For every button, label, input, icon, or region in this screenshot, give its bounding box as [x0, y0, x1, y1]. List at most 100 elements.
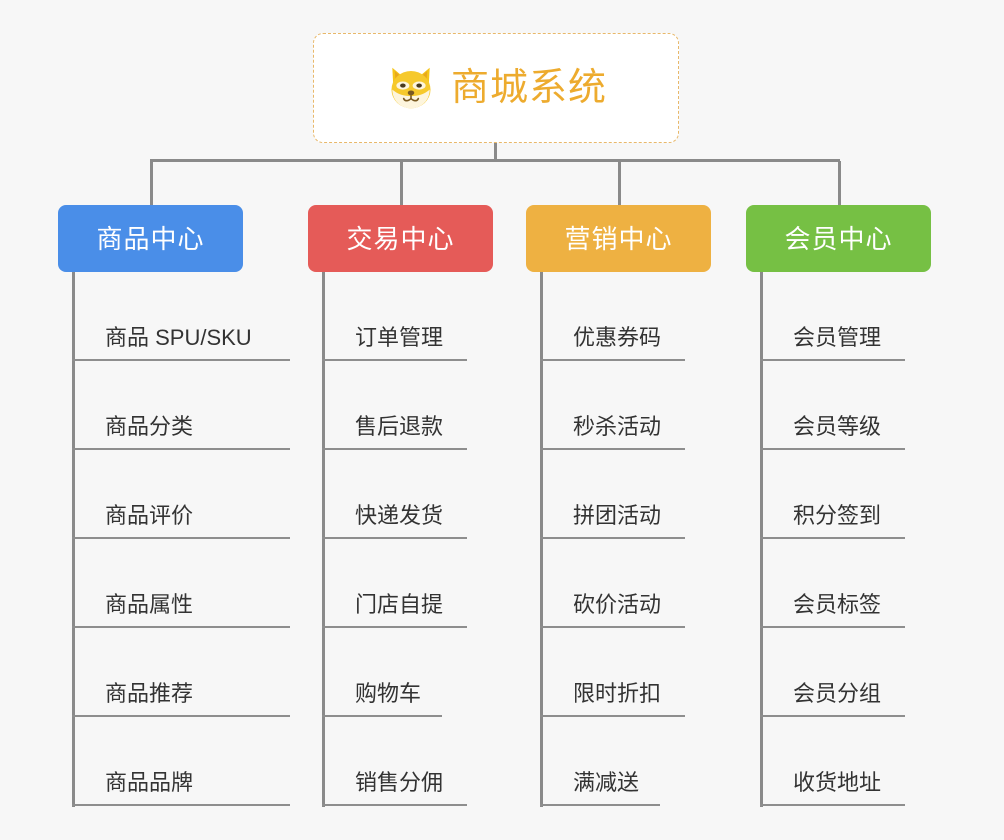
category-label: 交易中心 [346, 223, 455, 254]
leaf-rule [322, 626, 467, 628]
shiba-dog-icon [391, 67, 431, 109]
root-node[interactable]: 商城系统 [313, 33, 679, 143]
leaf-label: 订单管理 [355, 325, 444, 350]
leaf-item[interactable]: 会员等级 [760, 361, 905, 450]
leaf-label: 积分签到 [793, 503, 882, 528]
category-label: 营销中心 [564, 223, 673, 254]
leaf-label: 收货地址 [793, 770, 882, 795]
leaf-item[interactable]: 积分签到 [760, 450, 905, 539]
leaf-label: 满减送 [573, 770, 640, 795]
leaf-rule [760, 537, 905, 539]
leaf-label: 商品品牌 [105, 770, 194, 795]
leaf-label: 会员标签 [793, 592, 882, 617]
leaf-item[interactable]: 限时折扣 [540, 628, 685, 717]
category-column-2: 营销中心 优惠券码 秒杀活动 拼团活动 砍价活动 限时折扣 满减送 [526, 205, 711, 807]
leaf-list-1: 订单管理 售后退款 快递发货 门店自提 购物车 销售分佣 [322, 272, 467, 806]
leaf-label: 会员分组 [793, 681, 882, 706]
leaf-rule [760, 359, 905, 361]
leaf-item[interactable]: 商品品牌 [72, 717, 290, 806]
leaf-rule [540, 626, 685, 628]
leaf-item[interactable]: 商品属性 [72, 539, 290, 628]
leaf-item[interactable]: 商品 SPU/SKU [72, 272, 290, 361]
leaf-rule [540, 804, 660, 806]
leaf-rule [72, 715, 290, 717]
leaf-rule [72, 804, 290, 806]
leaf-label: 拼团活动 [573, 503, 662, 528]
leaf-item[interactable]: 拼团活动 [540, 450, 685, 539]
leaf-item[interactable]: 会员分组 [760, 628, 905, 717]
leaf-list-0: 商品 SPU/SKU 商品分类 商品评价 商品属性 商品推荐 商品品牌 [72, 272, 290, 806]
category-spine-1 [322, 272, 325, 807]
leaf-rule [72, 626, 290, 628]
leaf-item[interactable]: 满减送 [540, 717, 685, 806]
connector-stem [494, 143, 497, 162]
leaf-label: 商品评价 [105, 503, 194, 528]
root-title: 商城系统 [450, 67, 607, 109]
leaf-rule [540, 359, 685, 361]
leaf-label: 门店自提 [355, 592, 444, 617]
connector-drop-0 [150, 161, 153, 207]
leaf-item[interactable]: 秒杀活动 [540, 361, 685, 450]
leaf-label: 商品分类 [105, 414, 194, 439]
leaf-item[interactable]: 销售分佣 [322, 717, 467, 806]
category-label: 商品中心 [96, 223, 205, 254]
connector-drop-3 [838, 161, 841, 207]
leaf-rule [72, 359, 290, 361]
leaf-label: 商品 SPU/SKU [105, 325, 252, 350]
leaf-label: 售后退款 [355, 414, 444, 439]
leaf-rule [760, 626, 905, 628]
category-header-3[interactable]: 会员中心 [746, 205, 931, 272]
category-header-2[interactable]: 营销中心 [526, 205, 711, 272]
leaf-item[interactable]: 门店自提 [322, 539, 467, 628]
leaf-rule [72, 537, 290, 539]
leaf-label: 砍价活动 [573, 592, 662, 617]
leaf-label: 会员管理 [793, 325, 882, 350]
connector-bus [150, 159, 840, 162]
leaf-item[interactable]: 快递发货 [322, 450, 467, 539]
leaf-rule [72, 448, 290, 450]
leaf-item[interactable]: 订单管理 [322, 272, 467, 361]
leaf-rule [322, 359, 467, 361]
leaf-rule [540, 537, 685, 539]
category-column-0: 商品中心 商品 SPU/SKU 商品分类 商品评价 商品属性 商品推荐 商品品牌 [58, 205, 290, 807]
leaf-rule [760, 448, 905, 450]
leaf-rule [760, 804, 905, 806]
leaf-label: 限时折扣 [573, 681, 662, 706]
category-spine-3 [760, 272, 763, 807]
leaf-rule [540, 448, 685, 450]
category-spine-0 [72, 272, 75, 807]
leaf-label: 会员等级 [793, 414, 882, 439]
leaf-item[interactable]: 商品评价 [72, 450, 290, 539]
category-header-0[interactable]: 商品中心 [58, 205, 243, 272]
leaf-item[interactable]: 收货地址 [760, 717, 905, 806]
leaf-label: 优惠券码 [573, 325, 662, 350]
connector-drop-1 [400, 161, 403, 207]
leaf-rule [322, 537, 467, 539]
category-column-1: 交易中心 订单管理 售后退款 快递发货 门店自提 购物车 销售分佣 [308, 205, 493, 807]
category-column-3: 会员中心 会员管理 会员等级 积分签到 会员标签 会员分组 收货地址 [746, 205, 931, 807]
leaf-item[interactable]: 商品分类 [72, 361, 290, 450]
leaf-list-3: 会员管理 会员等级 积分签到 会员标签 会员分组 收货地址 [760, 272, 905, 806]
leaf-rule [322, 804, 467, 806]
leaf-item[interactable]: 优惠券码 [540, 272, 685, 361]
leaf-rule [760, 715, 905, 717]
leaf-label: 秒杀活动 [573, 414, 662, 439]
leaf-item[interactable]: 砍价活动 [540, 539, 685, 628]
leaf-rule [322, 715, 442, 717]
leaf-item[interactable]: 售后退款 [322, 361, 467, 450]
leaf-item[interactable]: 购物车 [322, 628, 467, 717]
leaf-list-2: 优惠券码 秒杀活动 拼团活动 砍价活动 限时折扣 满减送 [540, 272, 685, 806]
category-spine-2 [540, 272, 543, 807]
leaf-label: 销售分佣 [355, 770, 444, 795]
leaf-label: 商品推荐 [105, 681, 194, 706]
leaf-label: 快递发货 [355, 503, 444, 528]
leaf-rule [322, 448, 467, 450]
leaf-item[interactable]: 会员标签 [760, 539, 905, 628]
leaf-label: 购物车 [355, 681, 422, 706]
category-label: 会员中心 [784, 223, 893, 254]
leaf-item[interactable]: 商品推荐 [72, 628, 290, 717]
leaf-rule [540, 715, 685, 717]
leaf-item[interactable]: 会员管理 [760, 272, 905, 361]
category-header-1[interactable]: 交易中心 [308, 205, 493, 272]
